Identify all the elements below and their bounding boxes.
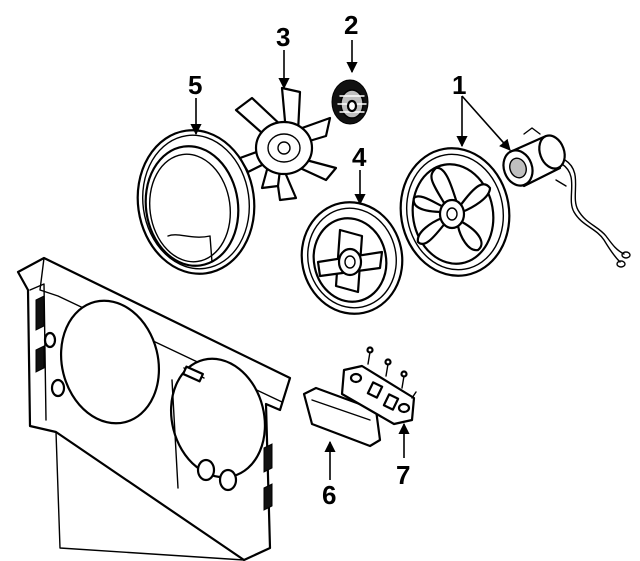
radiator-support-panel[interactable] xyxy=(16,256,292,561)
callout-7: 7 xyxy=(396,460,410,490)
callout-4: 4 xyxy=(352,142,367,172)
callout-1: 1 xyxy=(452,70,466,100)
callout-2: 2 xyxy=(344,10,358,40)
fan-clutch-part-2[interactable] xyxy=(331,79,369,125)
electric-fan-part-1[interactable] xyxy=(391,140,520,285)
callout-5: 5 xyxy=(188,70,202,100)
mounting-bracket-part-7[interactable] xyxy=(340,346,417,426)
callout-6: 6 xyxy=(322,480,336,510)
shroud-ring-part-5[interactable] xyxy=(129,123,264,282)
leader-1b xyxy=(461,95,511,151)
bracket-plate-part-6[interactable] xyxy=(302,386,382,448)
fan-motor-part-1[interactable] xyxy=(499,127,631,268)
callout-3: 3 xyxy=(276,22,290,52)
pulley-part-4[interactable] xyxy=(291,193,412,323)
mechanical-fan-part-3[interactable] xyxy=(234,86,338,202)
